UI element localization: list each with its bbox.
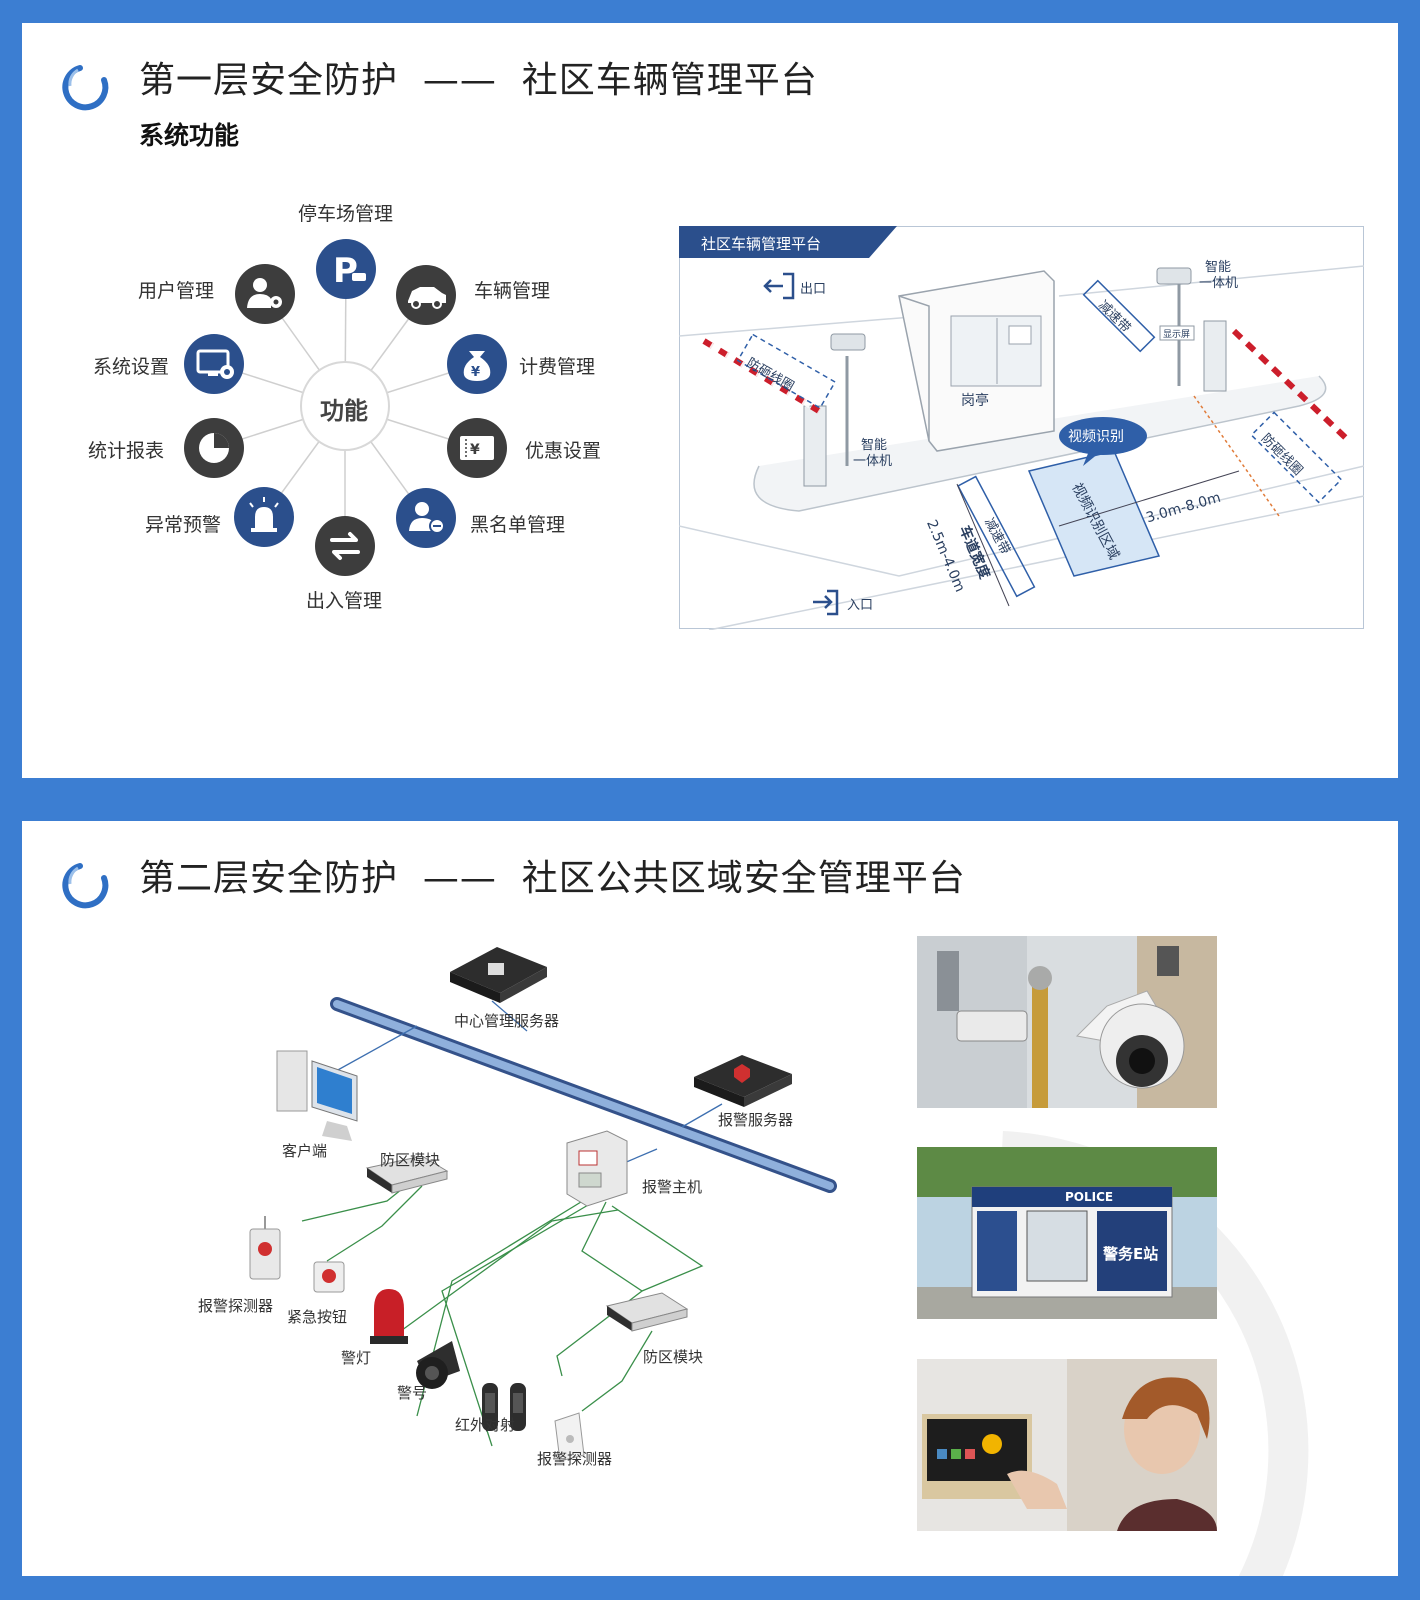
swirl-logo-icon [62, 863, 109, 909]
parking-icon: P [316, 239, 376, 299]
coupon-icon: ¥ [447, 418, 507, 478]
swap-arrows-icon [315, 516, 375, 576]
wheel-center [300, 361, 390, 451]
video-bubble: 视频识别 [1068, 429, 1124, 445]
svg-text:¥: ¥ [471, 365, 480, 380]
kiosk-sign: POLICE [1065, 1190, 1114, 1204]
label-user-management: 用户管理 [138, 280, 215, 302]
zone-module-1-icon [365, 1155, 449, 1194]
camera-right [1156, 267, 1195, 386]
warning-light-label: 警灯 [341, 1349, 372, 1367]
entrance-arrow-icon [813, 589, 839, 616]
siren-icon [416, 1341, 460, 1389]
alarm-server-icon [694, 1055, 792, 1107]
photo-smart-panel [917, 1359, 1217, 1531]
central-server-icon [450, 947, 547, 1003]
car-icon [396, 265, 456, 325]
smart-unit-right-line1: 智能 [1205, 260, 1232, 275]
zone-module-1-label: 防区模块 [380, 1151, 441, 1169]
label-statistics-report: 统计报表 [88, 440, 165, 462]
section-subtitle: 系统功能 [139, 121, 240, 150]
security-network-diagram: 中心管理服务器 报警服务器 客户端 防区模块 报警主机 报警探测器 紧急按钮 警… [22, 821, 922, 1576]
kiosk-text: 警务E站 [1103, 1245, 1159, 1263]
money-bag-icon: ¥ [447, 334, 507, 394]
alarm-host-icon [566, 1130, 628, 1207]
slide-public-area-platform: 第二层安全防护 —— 社区公共区域安全管理平台 [22, 821, 1398, 1576]
monitor-gear-icon [184, 334, 244, 394]
label-discount-settings: 优惠设置 [525, 440, 602, 462]
warning-light-icon [370, 1289, 408, 1344]
function-wheel: P ¥ ¥ [22, 23, 682, 673]
alarm-detector-1-icon [249, 1216, 281, 1280]
client-label: 客户端 [282, 1142, 328, 1160]
booth-label: 岗亭 [961, 393, 989, 409]
slide-title: 第二层安全防护 —— 社区公共区域安全管理平台 [139, 858, 966, 899]
label-system-settings: 系统设置 [93, 356, 170, 378]
emergency-button-label: 紧急按钮 [287, 1308, 348, 1326]
camera-left [830, 333, 866, 466]
photo-dome-camera [917, 936, 1217, 1108]
parking-banner: 社区车辆管理平台 [701, 235, 822, 253]
alarm-light-icon [234, 487, 294, 547]
slide-vehicle-platform: 第一层安全防护 —— 社区车辆管理平台 系统功能 P [22, 23, 1398, 778]
parking-lot-diagram: 社区车辆管理平台 出口 入口 岗亭 智能 一体机 智能 一体机 显示屏 视频识别… [679, 226, 1379, 638]
guard-booth [898, 270, 1055, 452]
alarm-detector-1-label: 报警探测器 [198, 1297, 274, 1315]
smart-unit-right-line2: 一体机 [1199, 276, 1239, 291]
zone-module-2-icon [605, 1292, 689, 1332]
pie-chart-icon [184, 418, 244, 478]
infrared-beam-icon [482, 1383, 526, 1431]
alarm-detector-2-label: 报警探测器 [537, 1450, 613, 1468]
emergency-button-icon [313, 1261, 345, 1293]
user-gear-icon [235, 264, 295, 324]
user-block-icon [396, 488, 456, 548]
display-label: 显示屏 [1163, 330, 1191, 340]
photo-police-kiosk: POLICE 警务E站 [917, 1147, 1217, 1319]
zone-module-2-label: 防区模块 [643, 1348, 704, 1366]
wheel-center-label: 功能 [320, 397, 368, 425]
slide-title: 第一层安全防护 —— 社区车辆管理平台 [139, 60, 818, 101]
label-parking-management: 停车场管理 [298, 203, 394, 225]
smart-unit-left-line2: 一体机 [853, 454, 893, 469]
swirl-logo-icon [62, 65, 109, 111]
siren-label: 警号 [397, 1384, 428, 1402]
entrance-barrier [1203, 320, 1352, 444]
svg-text:¥: ¥ [470, 442, 480, 458]
alarm-host-label: 报警主机 [642, 1178, 703, 1196]
label-exception-alert: 异常预警 [145, 514, 222, 536]
svg-text:P: P [333, 251, 358, 291]
label-blacklist-management: 黑名单管理 [470, 514, 566, 536]
label-vehicle-management: 车辆管理 [474, 280, 551, 302]
alarm-server-label: 报警服务器 [718, 1111, 794, 1129]
label-billing-management: 计费管理 [519, 356, 596, 378]
central-server-label: 中心管理服务器 [454, 1012, 560, 1030]
exit-arrow-icon [763, 272, 795, 300]
infrared-label: 红外对射 [455, 1416, 516, 1434]
label-access-management: 出入管理 [306, 590, 383, 612]
alarm-detector-2-icon [554, 1412, 585, 1462]
exit-label: 出口 [800, 282, 827, 297]
entrance-label: 入口 [847, 598, 874, 613]
smart-unit-left-line1: 智能 [861, 438, 888, 453]
client-computer-icon [276, 1050, 358, 1141]
exit-barrier [702, 338, 827, 487]
